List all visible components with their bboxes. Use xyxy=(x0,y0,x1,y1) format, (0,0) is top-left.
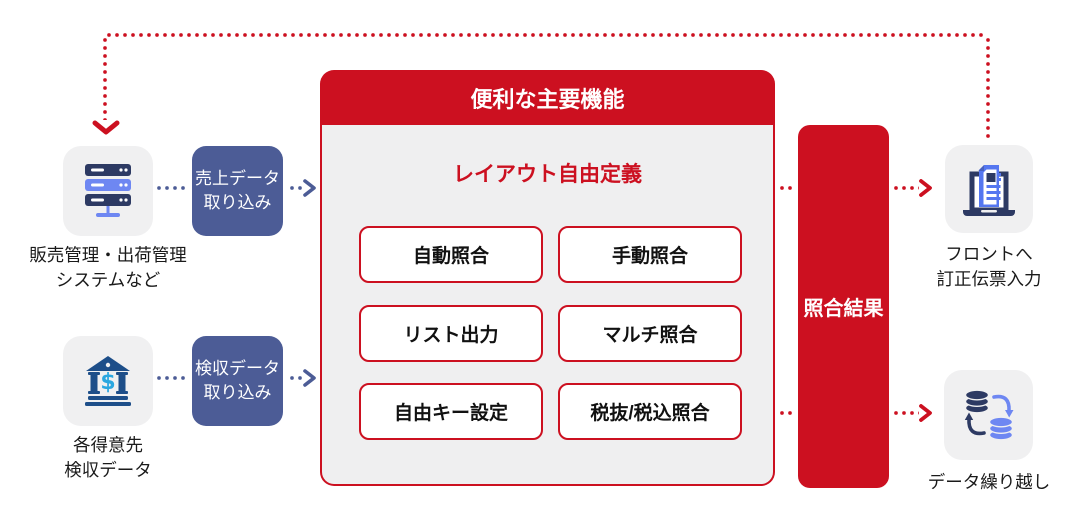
right-arrow-icon xyxy=(303,179,316,197)
feature-list-output: リスト出力 xyxy=(359,305,543,362)
customer-data-tile: $ xyxy=(63,336,153,426)
data-carryover-icon xyxy=(964,389,1013,441)
sales-system-tile xyxy=(63,146,153,236)
acceptance-import-box: 検収データ 取り込み xyxy=(192,336,283,426)
feature-tax-matching: 税抜/税込照合 xyxy=(558,383,742,440)
feature-manual-matching: 手動照合 xyxy=(558,226,742,283)
data-carryover-caption: データ繰り越し xyxy=(927,472,1051,492)
sales-import-connector-line xyxy=(288,186,306,190)
right-arrow-icon xyxy=(303,369,316,387)
sales-import-box: 売上データ 取り込み xyxy=(192,146,283,236)
result-connector-top-right xyxy=(892,186,919,190)
feedback-loop-right-line xyxy=(986,36,990,142)
feature-multi-matching: マルチ照合 xyxy=(558,305,742,362)
sales-connector-line xyxy=(155,186,189,190)
feature-free-key-setting: 自由キー設定 xyxy=(359,383,543,440)
customer-data-caption: 各得意先 検収データ xyxy=(64,435,152,480)
feedback-loop-top-line xyxy=(105,33,986,37)
right-arrow-icon xyxy=(919,179,932,197)
bank-icon: $ xyxy=(85,356,131,406)
server-icon xyxy=(85,164,131,217)
laptop-document-icon xyxy=(963,165,1015,216)
matching-result-box: 照合結果 xyxy=(798,125,889,488)
customer-connector-line xyxy=(155,376,189,380)
result-connector-bottom-right xyxy=(892,411,919,415)
result-connector-bottom-left xyxy=(778,411,796,415)
right-arrow-icon xyxy=(919,404,932,422)
result-connector-top-left xyxy=(778,186,796,190)
sales-system-caption: 販売管理・出荷管理 システムなど xyxy=(29,245,187,290)
acceptance-import-connector-line xyxy=(288,376,306,380)
svg-text:$: $ xyxy=(100,370,115,395)
feature-auto-matching: 自動照合 xyxy=(359,226,543,283)
front-entry-caption: フロントへ 訂正伝票入力 xyxy=(936,244,1042,289)
layout-free-definition-label: レイアウト自由定義 xyxy=(453,163,642,186)
down-arrow-icon xyxy=(92,120,120,135)
front-entry-tile xyxy=(945,145,1033,233)
main-panel-title: 便利な主要機能 xyxy=(320,70,775,125)
feedback-loop-left-line xyxy=(103,36,107,120)
data-carryover-tile xyxy=(944,370,1033,460)
main-feature-panel: 便利な主要機能 レイアウト自由定義 自動照合 手動照合 リスト出力 マルチ照合 … xyxy=(320,70,775,488)
